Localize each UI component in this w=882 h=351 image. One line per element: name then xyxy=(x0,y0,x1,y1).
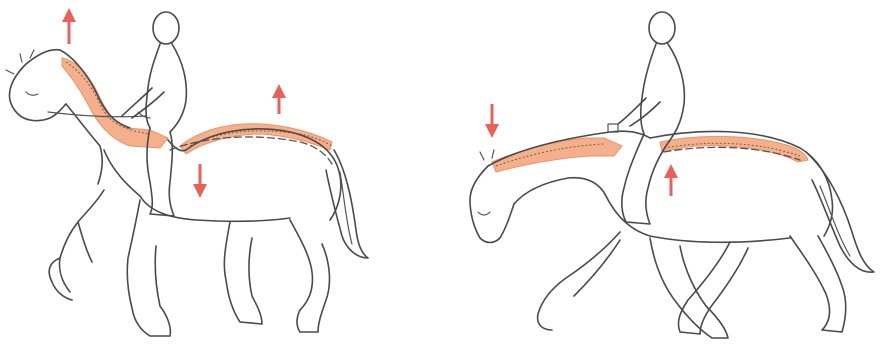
left-arrow-croup-up xyxy=(272,84,286,114)
panel-right xyxy=(470,12,874,338)
left-horse-front-leg-raised xyxy=(59,190,104,292)
left-horse-hind-legs xyxy=(224,222,262,324)
right-rider xyxy=(608,12,684,224)
right-horse-hind-legs xyxy=(678,242,748,334)
left-arrow-neck-up xyxy=(62,8,76,44)
left-rider xyxy=(122,12,186,216)
right-arrow-neck-down xyxy=(485,104,499,138)
right-horse-front-legs xyxy=(538,232,620,330)
left-arrow-back-down xyxy=(193,164,207,198)
left-horse-head-outline xyxy=(9,50,66,121)
right-horse-head-outline xyxy=(470,166,514,243)
panel-left xyxy=(6,8,368,336)
right-arrow-back-up xyxy=(664,164,678,196)
right-horse-tail xyxy=(806,152,874,272)
left-horse-tail xyxy=(326,150,368,258)
